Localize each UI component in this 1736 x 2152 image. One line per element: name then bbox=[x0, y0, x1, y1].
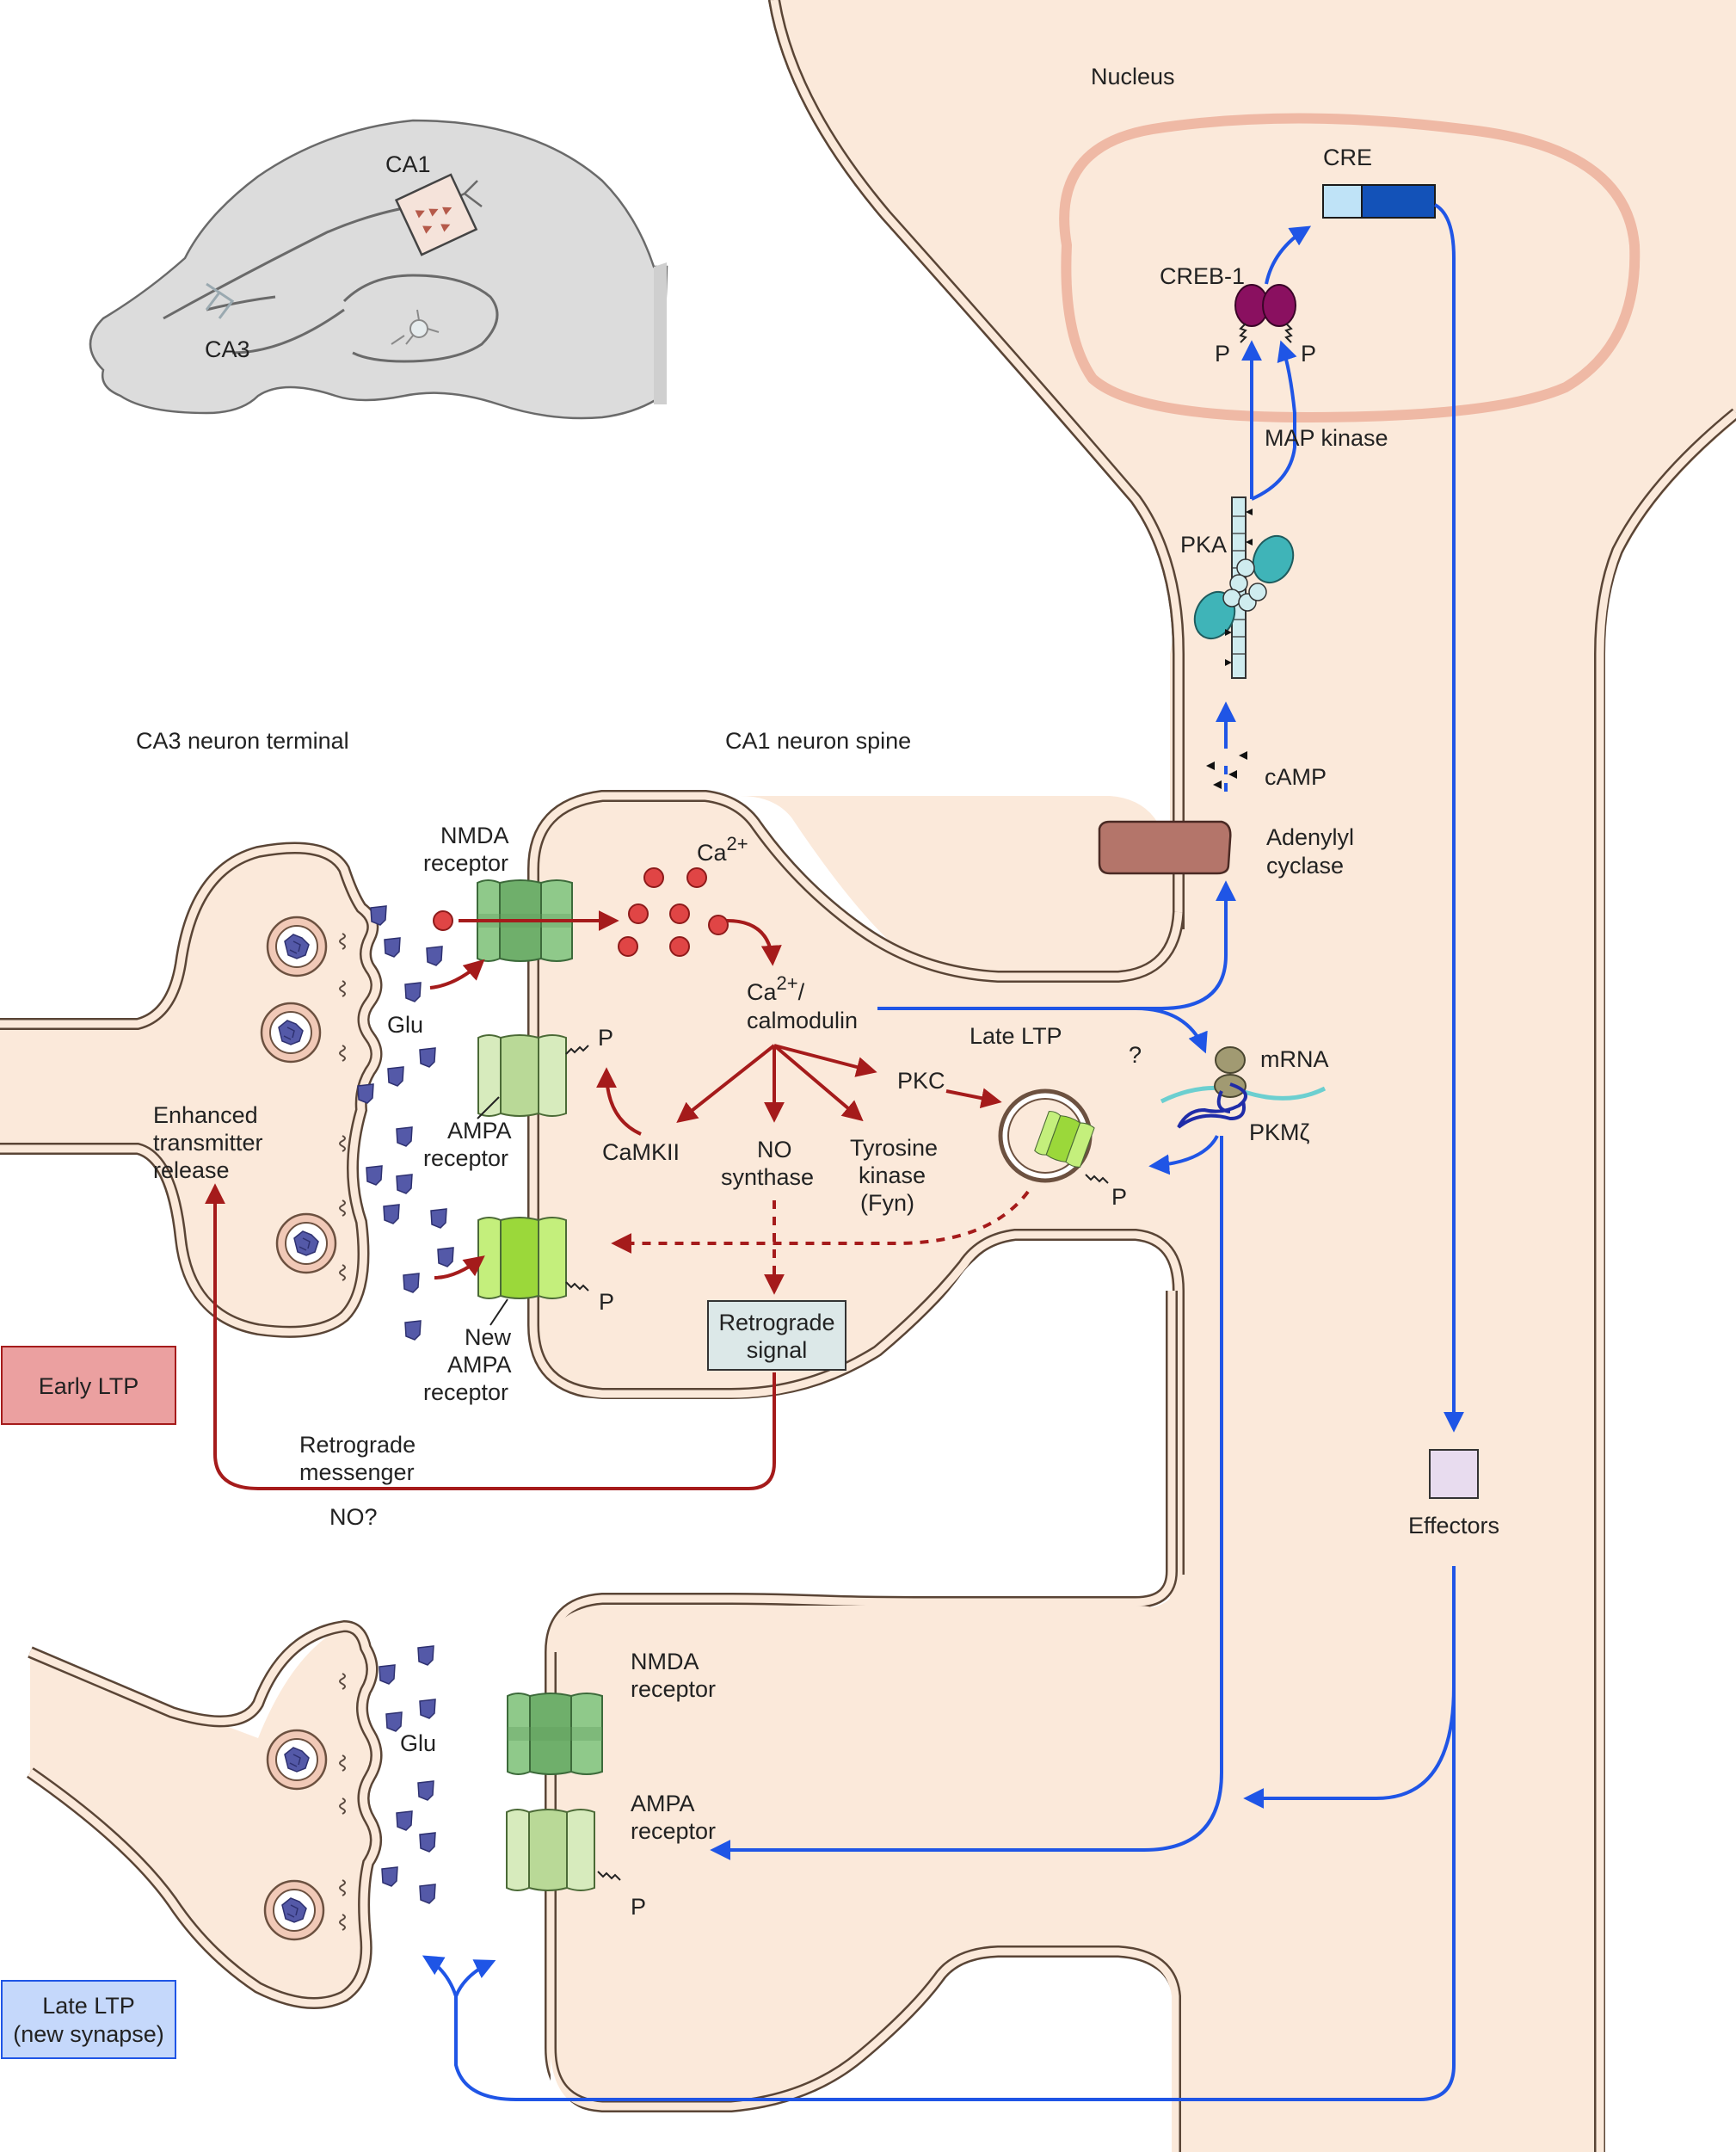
ca3-terminal-label: CA3 neuron terminal bbox=[136, 728, 349, 754]
retrograde-messenger-label-2: messenger bbox=[299, 1459, 415, 1485]
creb1-label: CREB-1 bbox=[1160, 263, 1245, 289]
synaptic-vesicle-icon bbox=[266, 1729, 328, 1791]
creb-p-right: P bbox=[1301, 341, 1316, 367]
new-ampa-receptor-icon bbox=[477, 1217, 567, 1299]
ampa-bottom-label-1: AMPA bbox=[631, 1791, 695, 1816]
tyrosine-label-2: kinase bbox=[859, 1162, 926, 1188]
camp-label: cAMP bbox=[1265, 764, 1327, 790]
early-ltp-box-label: Early LTP bbox=[39, 1373, 139, 1399]
brain-ca1-label: CA1 bbox=[385, 151, 431, 177]
ca3-terminal-lower bbox=[27, 1619, 383, 2009]
brain-ca3-label: CA3 bbox=[205, 336, 250, 362]
ca1-spine-lower bbox=[545, 1606, 1181, 2152]
vesicle-p-label: P bbox=[1111, 1184, 1127, 1210]
creb-p-left: P bbox=[1215, 341, 1230, 367]
cre-label: CRE bbox=[1323, 145, 1372, 170]
late-ltp-pathway bbox=[422, 203, 1464, 2101]
no-synthase-label-1: NO bbox=[757, 1137, 792, 1162]
retrograde-signal-box: Retrograde signal bbox=[707, 1300, 846, 1371]
pka-icon bbox=[1193, 496, 1295, 679]
early-ltp-box: Early LTP bbox=[1, 1346, 176, 1425]
new-ampa-label-3: receptor bbox=[423, 1379, 508, 1405]
mrna-label: mRNA bbox=[1260, 1046, 1329, 1072]
ampa-bottom-label-2: receptor bbox=[631, 1818, 716, 1844]
camkii-label: CaMKII bbox=[602, 1139, 680, 1165]
retrograde-signal-label-2: signal bbox=[747, 1337, 808, 1363]
no-question-label: NO? bbox=[329, 1504, 378, 1530]
early-ltp-pathway bbox=[205, 910, 1030, 1490]
synaptic-vesicle-icon bbox=[260, 1002, 322, 1064]
ampa-receptor-icon-bottom bbox=[506, 1809, 595, 1891]
retrograde-messenger-label-1: Retrograde bbox=[299, 1432, 416, 1458]
question-label: ? bbox=[1129, 1042, 1142, 1068]
ampa-label-1: AMPA bbox=[447, 1118, 512, 1144]
nmda-label-1: NMDA bbox=[440, 823, 509, 848]
effectors-box: Effectors bbox=[1408, 1449, 1499, 1538]
late-ltp-box-label-2: (new synapse) bbox=[13, 2021, 164, 2047]
nmda-bottom-label-1: NMDA bbox=[631, 1649, 699, 1674]
ribosome-icon bbox=[1160, 1046, 1327, 1129]
pkmzeta-label: PKMζ bbox=[1249, 1119, 1310, 1145]
nucleus: Nucleus CRE CREB-1 P P bbox=[1059, 64, 1641, 423]
adenylyl-label-1: Adenylyl bbox=[1266, 824, 1354, 850]
late-ltp-box-label-1: Late LTP bbox=[42, 1993, 135, 2019]
retrograde-signal-label-1: Retrograde bbox=[718, 1310, 834, 1335]
pkc-label: PKC bbox=[897, 1068, 945, 1094]
ampa-label-2: receptor bbox=[423, 1145, 508, 1171]
new-ampa-p-label: P bbox=[599, 1289, 614, 1315]
ampa-bottom-p-label: P bbox=[631, 1894, 646, 1920]
new-ampa-label-1: New bbox=[465, 1324, 512, 1350]
glutamate-icon bbox=[379, 1645, 436, 1904]
camp-icon bbox=[1206, 751, 1247, 789]
late-ltp-label: Late LTP bbox=[970, 1023, 1062, 1049]
ca1-spine-label: CA1 neuron spine bbox=[725, 728, 911, 754]
enhanced-label-3: release bbox=[153, 1157, 230, 1183]
pka-label: PKA bbox=[1180, 532, 1227, 558]
map-kinase-label: MAP kinase bbox=[1265, 425, 1388, 451]
nmda-label-2: receptor bbox=[423, 850, 508, 876]
no-synthase-label-2: synthase bbox=[721, 1164, 814, 1190]
glu-bottom-label: Glu bbox=[400, 1730, 436, 1756]
enhanced-label-1: Enhanced bbox=[153, 1102, 258, 1128]
effectors-label: Effectors bbox=[1408, 1513, 1499, 1538]
creb-dimer-icon bbox=[1234, 284, 1296, 343]
tyrosine-label-3: (Fyn) bbox=[860, 1190, 914, 1216]
nmda-receptor-icon-bottom bbox=[507, 1693, 603, 1775]
ca2-label: Ca2+ bbox=[697, 833, 748, 866]
ca3-terminal-upper bbox=[0, 842, 383, 1338]
late-ltp-box: Late LTP (new synapse) bbox=[1, 1980, 176, 2059]
glu-label: Glu bbox=[387, 1012, 423, 1038]
cre-element-icon bbox=[1322, 184, 1363, 219]
enhanced-label-2: transmitter bbox=[153, 1130, 263, 1156]
nmda-bottom-label-2: receptor bbox=[631, 1676, 716, 1702]
ampa-vesicle-icon bbox=[998, 1088, 1109, 1184]
brain-inset-icon: CA1 CA3 bbox=[89, 119, 668, 420]
nucleus-label: Nucleus bbox=[1091, 64, 1175, 89]
synaptic-vesicle-icon bbox=[275, 1212, 337, 1274]
synaptic-vesicle-icon bbox=[266, 916, 328, 977]
synaptic-vesicle-icon bbox=[263, 1879, 325, 1941]
adenylyl-cyclase-icon bbox=[1098, 820, 1232, 875]
tyrosine-label-1: Tyrosine bbox=[850, 1135, 938, 1161]
ca-calmodulin-label-1: Ca2+/ bbox=[747, 972, 805, 1005]
adenylyl-label-2: cyclase bbox=[1266, 853, 1344, 879]
ca-calmodulin-label-2: calmodulin bbox=[747, 1008, 858, 1033]
ampa-p-label: P bbox=[598, 1025, 613, 1051]
new-ampa-label-2: AMPA bbox=[447, 1352, 512, 1378]
